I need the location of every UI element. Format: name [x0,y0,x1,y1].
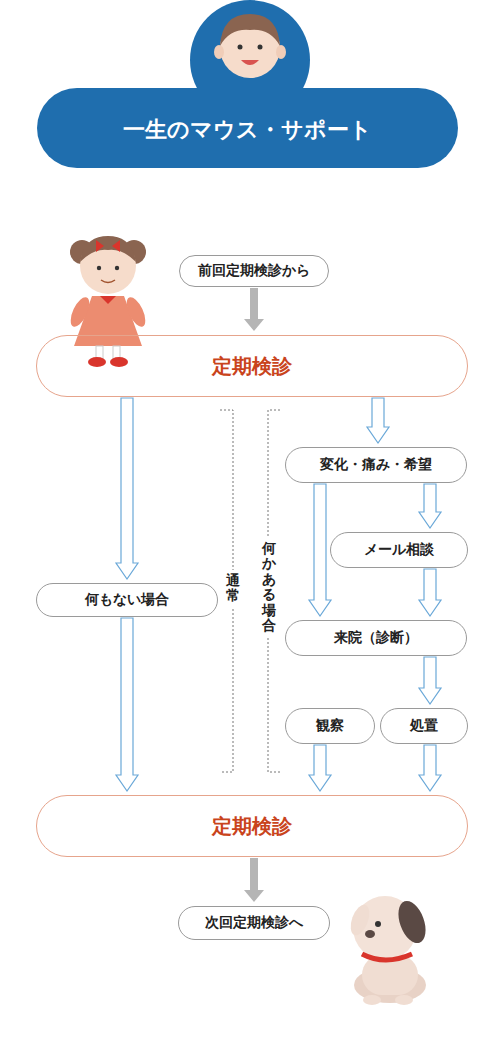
flow-arrow [367,398,389,443]
checkup-band: 定期検診 [36,795,468,857]
checkup-band: 定期検診 [36,335,468,397]
flow-arrow [309,745,331,791]
step-text: 観察 [316,717,344,735]
step-text: 処置 [410,717,438,735]
step-text: 次回定期検診へ [205,914,303,932]
flow-arrow [419,484,441,528]
flow-arrow [419,569,441,616]
title-banner [37,0,458,168]
step-pill: 処置 [380,708,468,744]
step-text: 来院（診断） [334,629,418,647]
title-text: 一生のマウス・サポート [37,110,458,150]
step-pill: 変化・痛み・希望 [285,447,467,483]
route-label: 何かある場合 [261,538,277,636]
route-label: 通常 [225,570,241,607]
step-text: 変化・痛み・希望 [320,456,432,474]
girl-figure [67,236,149,367]
flow-arrow [244,288,264,331]
flow-arrow [419,745,441,791]
step-text: メール相談 [364,541,434,559]
step-pill: 観察 [285,708,375,744]
step-pill: 来院（診断） [285,620,467,656]
flow-arrow [244,858,264,902]
step-text: 何もない場合 [85,591,169,609]
bracket [220,410,280,772]
step-pill: メール相談 [330,532,468,568]
step-text: 前回定期検診から [198,262,310,280]
step-pill: 次回定期検診へ [178,906,330,940]
step-text: 定期検診 [212,353,292,380]
flow-arrow [116,398,138,579]
step-pill: 何もない場合 [36,583,218,617]
flow-arrow [309,484,331,616]
step-text: 定期検診 [212,813,292,840]
dog-figure [347,896,431,1005]
flow-arrow [419,657,441,704]
flow-arrow [116,618,138,791]
step-pill: 前回定期検診から [179,255,329,287]
